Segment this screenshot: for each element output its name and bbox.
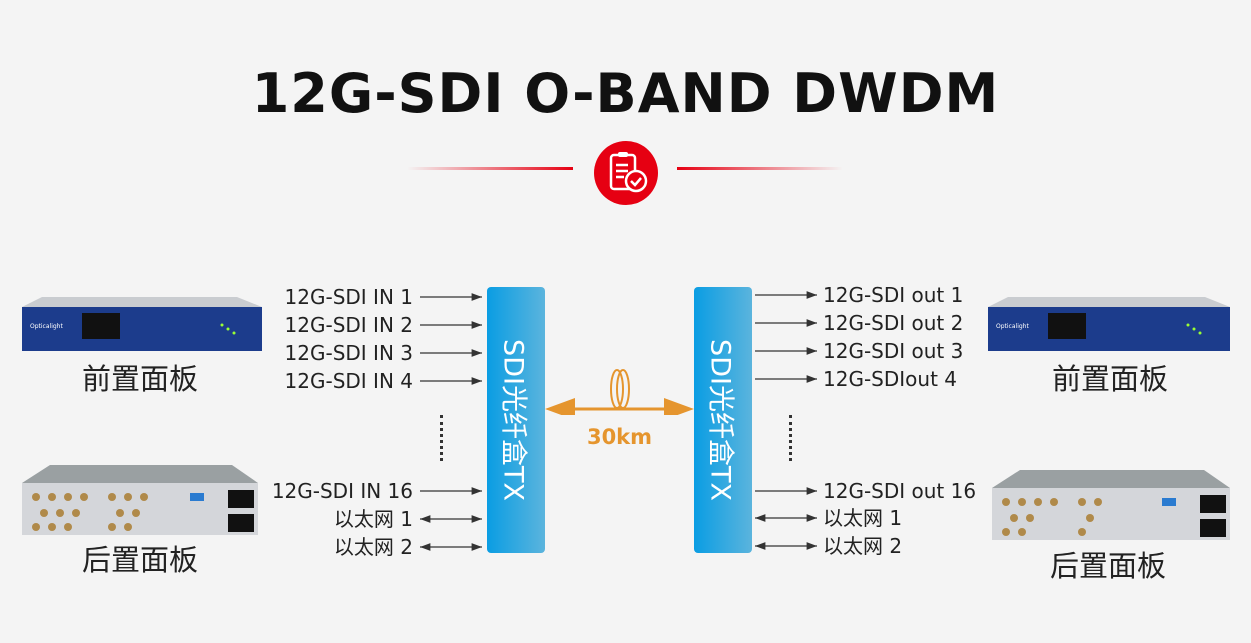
fiber-coil-icon xyxy=(610,369,624,409)
clipboard-check-icon xyxy=(594,141,658,209)
page-title: 12G-SDI O-BAND DWDM xyxy=(251,62,1000,125)
output-arrows-right xyxy=(755,291,817,550)
distance-label: 30km xyxy=(586,425,653,449)
output-label: 12G-SDI out 1 xyxy=(823,283,964,307)
ethernet-label: 以太网 2 xyxy=(823,534,903,558)
output-label: 12G-SDIout 4 xyxy=(823,367,957,391)
input-label: 12G-SDI IN 2 xyxy=(284,313,413,337)
rear-panel-label-left: 后置面板 xyxy=(82,543,199,577)
box-label: SDI光纤盒TX xyxy=(704,339,736,501)
rear-panel-label-right: 后置面板 xyxy=(1050,549,1167,583)
ethernet-label: 以太网 1 xyxy=(823,506,903,530)
output-label: 12G-SDI out 3 xyxy=(823,339,964,363)
rear-panel-image-left xyxy=(22,465,258,541)
front-panel-image-right: Opticalight xyxy=(988,295,1230,357)
ellipsis-dots xyxy=(440,415,443,461)
sdi-fiber-box-left: SDI光纤盒TX xyxy=(487,287,545,553)
rear-panel-image-right xyxy=(992,470,1230,546)
svg-text:Opticalight: Opticalight xyxy=(996,323,1029,330)
input-label: 12G-SDI IN 16 xyxy=(271,479,413,503)
ethernet-label: 以太网 1 xyxy=(333,507,413,531)
front-panel-label-left: 前置面板 xyxy=(82,362,199,396)
sdi-fiber-box-right: SDI光纤盒TX xyxy=(694,287,752,553)
ethernet-label: 以太网 2 xyxy=(333,535,413,559)
svg-text:Opticalight: Opticalight xyxy=(30,323,63,330)
front-panel-label-right: 前置面板 xyxy=(1052,362,1169,396)
input-label: 12G-SDI IN 1 xyxy=(284,285,413,309)
output-label: 12G-SDI out 16 xyxy=(823,479,977,503)
ellipsis-dots xyxy=(789,415,792,461)
input-label: 12G-SDI IN 4 xyxy=(284,369,413,393)
box-label: SDI光纤盒TX xyxy=(497,339,529,501)
divider-right xyxy=(677,167,843,170)
divider-left xyxy=(407,167,573,170)
output-label: 12G-SDI out 2 xyxy=(823,311,964,335)
fiber-link-arrow xyxy=(545,369,694,415)
input-arrows-left xyxy=(420,293,482,551)
front-panel-image-left: Opticalight xyxy=(22,295,262,357)
input-label: 12G-SDI IN 3 xyxy=(284,341,413,365)
